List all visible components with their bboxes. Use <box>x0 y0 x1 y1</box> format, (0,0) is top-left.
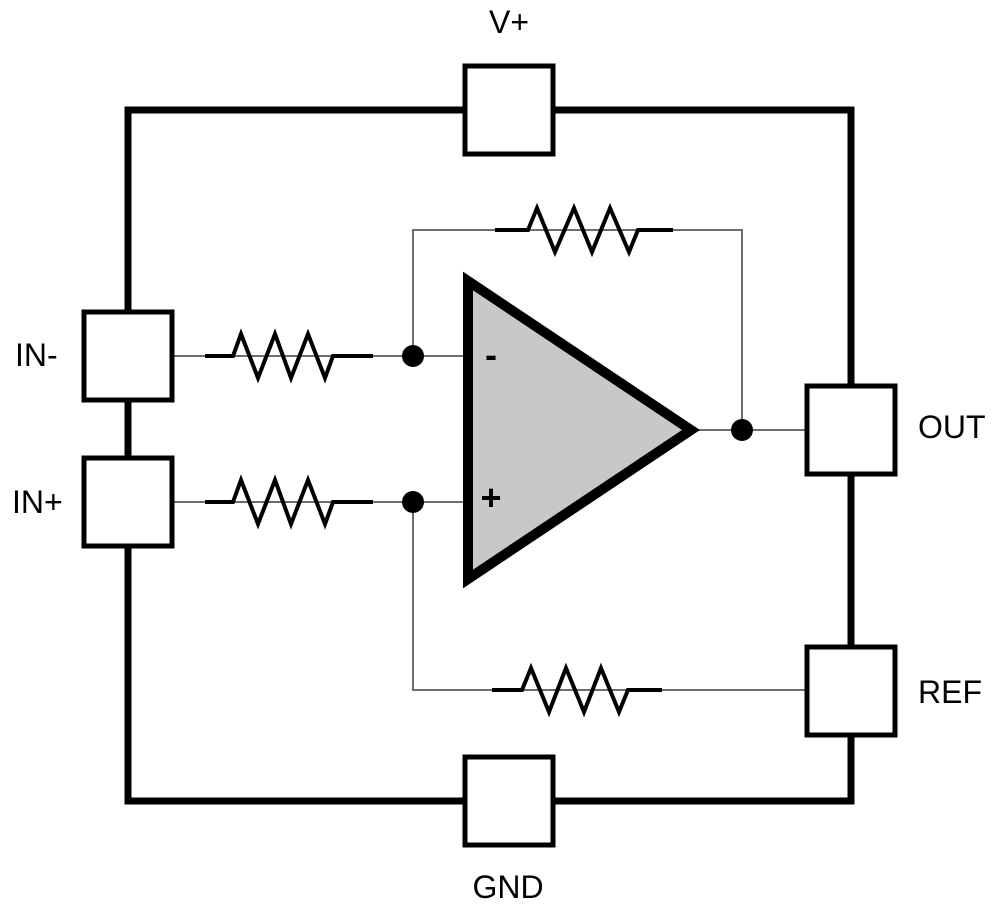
wire-ref-loop <box>412 502 807 691</box>
wire-feedback-loop <box>412 229 743 430</box>
junction-dot-output <box>731 419 753 441</box>
resistors <box>205 202 673 718</box>
resistor-in-minus <box>205 328 373 384</box>
junction-dots <box>402 345 753 513</box>
resistor-feedback <box>495 202 673 258</box>
pin-label-in-minus: IN- <box>15 337 58 373</box>
resistor-in-plus <box>205 474 373 530</box>
pin-box-in-plus <box>81 455 175 549</box>
pin-label-ref: REF <box>918 674 982 710</box>
pin-boxes <box>81 63 898 848</box>
junction-dot-noninverting <box>402 491 424 513</box>
opamp-triangle <box>463 271 700 589</box>
junction-dot-inverting <box>402 345 424 367</box>
pin-box-in-minus <box>81 309 175 403</box>
pin-box-vplus <box>462 63 556 157</box>
opamp-noninverting-input-sign: + <box>480 477 501 518</box>
resistor-ref <box>492 662 662 718</box>
pin-label-gnd: GND <box>472 869 543 905</box>
pin-label-out: OUT <box>918 409 986 445</box>
pin-box-gnd <box>462 754 556 848</box>
pin-box-ref <box>804 644 898 738</box>
opamp-inverting-input-sign: - <box>485 334 497 375</box>
pin-label-in-plus: IN+ <box>12 484 63 520</box>
pin-box-out <box>804 383 898 477</box>
pin-label-vplus: V+ <box>489 4 529 40</box>
